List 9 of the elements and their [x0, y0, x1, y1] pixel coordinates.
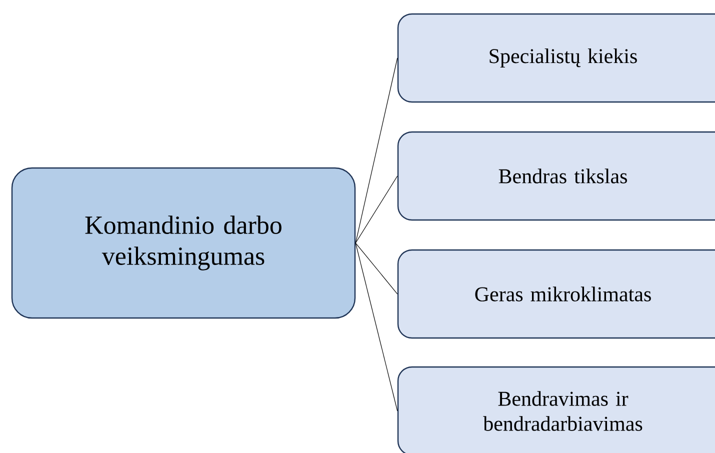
factor-box: Bendravimas ir bendradarbiavimas — [397, 366, 715, 453]
topic-box: Komandinio darbo veiksmingumas — [11, 167, 356, 319]
factor-box: Bendras tikslas — [397, 131, 715, 221]
factor-box: Specialistų kiekis — [397, 13, 715, 103]
connector-line — [355, 176, 398, 244]
connector-line — [355, 242, 398, 412]
connector-line — [355, 242, 398, 294]
connector-line — [355, 58, 398, 244]
factor-box: Geras mikroklimatas — [397, 249, 715, 339]
